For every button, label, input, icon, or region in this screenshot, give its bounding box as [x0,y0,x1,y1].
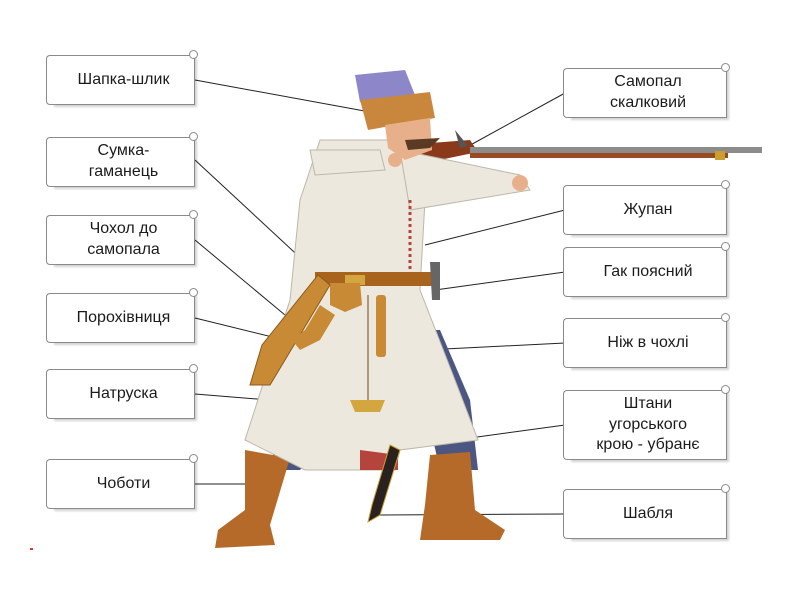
label-hat-text: Шапка-шлик [77,70,170,88]
label-boots-text: Чоботи [96,474,151,492]
label-powder-horn-text: Порохівниця [76,308,171,326]
knife-sheath [376,295,386,357]
label-gun: Самопал скалковий [563,63,730,118]
label-primer: Натруска [46,364,198,419]
label-trousers: Штани угорського крою - убранє [563,385,730,460]
connector-trousers [469,424,566,439]
belt-hook [430,262,440,300]
label-powder-horn: Порохівниця [46,288,198,343]
label-belt-hook: Гак поясний [563,242,730,297]
pouch [330,283,362,312]
label-gun-case-text: Чохол до самопала [87,220,160,258]
label-saber-text: Шабля [622,504,673,522]
head [355,70,440,160]
label-coat-text: Жупан [623,200,673,218]
connector-hat [194,79,371,113]
label-gun-text: Самопал скалковий [609,73,687,111]
label-pouch: Сумка- гаманець [46,132,198,187]
saber [367,444,401,524]
gun-case [249,274,331,386]
connector-belt-hook [434,271,566,291]
right-hand [388,153,402,167]
red-mark [30,548,33,550]
label-saber: Шабля [563,484,730,539]
label-knife-text: Ніж в чохлі [607,333,689,351]
label-pouch-text: Сумка- гаманець [88,142,159,180]
label-coat: Жупан [563,180,730,235]
label-gun-case: Чохол до самопала [46,210,198,265]
left-hand [512,175,528,191]
label-trousers-text: Штани угорського крою - убранє [596,394,700,454]
label-knife: Ніж в чохлі [563,313,730,368]
powder-horn [292,305,335,350]
label-primer-text: Натруска [89,384,158,402]
primer-flask [350,400,385,412]
label-hat: Шапка-шлик [46,50,198,105]
belt-buckle [345,275,365,285]
connector-coat [424,209,566,246]
connector-gun-case [194,239,286,316]
coat [244,139,531,471]
label-belt-hook-text: Гак поясний [603,262,693,280]
label-boots: Чоботи [46,454,198,509]
boots [215,450,505,548]
connector-gun [464,92,566,149]
